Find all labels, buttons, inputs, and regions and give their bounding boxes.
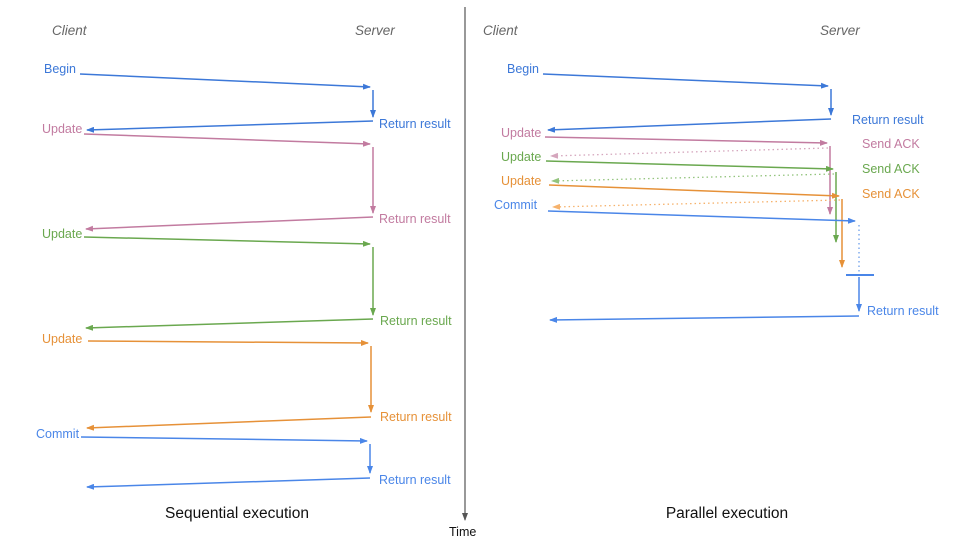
left-update2-return-label: Return result bbox=[380, 314, 452, 328]
right-begin-return-arrow bbox=[547, 118, 832, 133]
sequential-diagram: Client Server Begin Return result Update… bbox=[36, 23, 452, 522]
time-axis-label: Time bbox=[449, 525, 476, 539]
left-commit-message: Commit Return result bbox=[36, 427, 451, 490]
right-update3-label: Update bbox=[501, 174, 541, 188]
left-begin-return-label: Return result bbox=[379, 117, 451, 131]
right-begin-return-label: Return result bbox=[852, 113, 924, 127]
right-update3-message: Update Send ACK bbox=[501, 174, 920, 268]
right-commit-message: Commit Return result bbox=[494, 198, 939, 323]
left-update1-message: Update Return result bbox=[42, 122, 451, 232]
left-commit-return-label: Return result bbox=[379, 473, 451, 487]
right-update2-request-arrow bbox=[545, 160, 834, 172]
left-update3-label: Update bbox=[42, 332, 82, 346]
left-begin-message: Begin Return result bbox=[44, 62, 451, 133]
right-begin-label: Begin bbox=[507, 62, 539, 76]
left-update3-request-arrow bbox=[87, 339, 369, 346]
right-update2-ack-dashed-arrow bbox=[551, 173, 835, 184]
right-commit-label: Commit bbox=[494, 198, 538, 212]
left-commit-return-arrow bbox=[86, 477, 371, 490]
right-update1-label: Update bbox=[501, 126, 541, 140]
parallel-title: Parallel execution bbox=[666, 505, 788, 522]
left-update2-message: Update Return result bbox=[42, 227, 452, 331]
right-commit-return-label: Return result bbox=[867, 304, 939, 318]
left-update1-request-arrow bbox=[83, 133, 371, 147]
left-update1-label: Update bbox=[42, 122, 82, 136]
parallel-diagram: Client Server Begin Return result Update… bbox=[483, 23, 939, 522]
right-commit-request-arrow bbox=[547, 210, 856, 224]
right-begin-request-arrow bbox=[542, 73, 829, 89]
right-update1-request-arrow bbox=[544, 136, 828, 146]
left-begin-return-arrow bbox=[86, 120, 374, 133]
right-commit-return-arrow bbox=[549, 315, 860, 323]
right-server-header: Server bbox=[820, 23, 860, 38]
left-client-header: Client bbox=[52, 23, 88, 38]
left-update1-return-label: Return result bbox=[379, 212, 451, 226]
time-axis: Time bbox=[449, 7, 476, 539]
left-update3-message: Update Return result bbox=[42, 332, 452, 431]
left-update3-return-label: Return result bbox=[380, 410, 452, 424]
left-update2-return-arrow bbox=[85, 318, 374, 331]
right-update3-ack-dashed-arrow bbox=[552, 199, 841, 210]
left-update1-return-arrow bbox=[85, 216, 374, 232]
left-update2-label: Update bbox=[42, 227, 82, 241]
right-update2-ack-label: Send ACK bbox=[862, 162, 920, 176]
left-begin-request-arrow bbox=[79, 73, 371, 90]
left-commit-label: Commit bbox=[36, 427, 80, 441]
left-begin-label: Begin bbox=[44, 62, 76, 76]
left-update2-request-arrow bbox=[83, 236, 371, 247]
left-server-header: Server bbox=[355, 23, 395, 38]
right-update2-label: Update bbox=[501, 150, 541, 164]
right-update2-message: Update Send ACK bbox=[501, 150, 920, 243]
right-update1-message: Update Send ACK bbox=[501, 126, 920, 215]
left-commit-request-arrow bbox=[80, 436, 368, 444]
right-update3-request-arrow bbox=[548, 184, 840, 199]
right-update1-ack-label: Send ACK bbox=[862, 137, 920, 151]
right-update1-ack-dashed-arrow bbox=[550, 147, 829, 159]
right-update3-ack-label: Send ACK bbox=[862, 187, 920, 201]
right-client-header: Client bbox=[483, 23, 519, 38]
right-begin-message: Begin Return result bbox=[507, 62, 924, 133]
sequential-title: Sequential execution bbox=[165, 505, 309, 522]
left-update3-return-arrow bbox=[86, 416, 372, 431]
